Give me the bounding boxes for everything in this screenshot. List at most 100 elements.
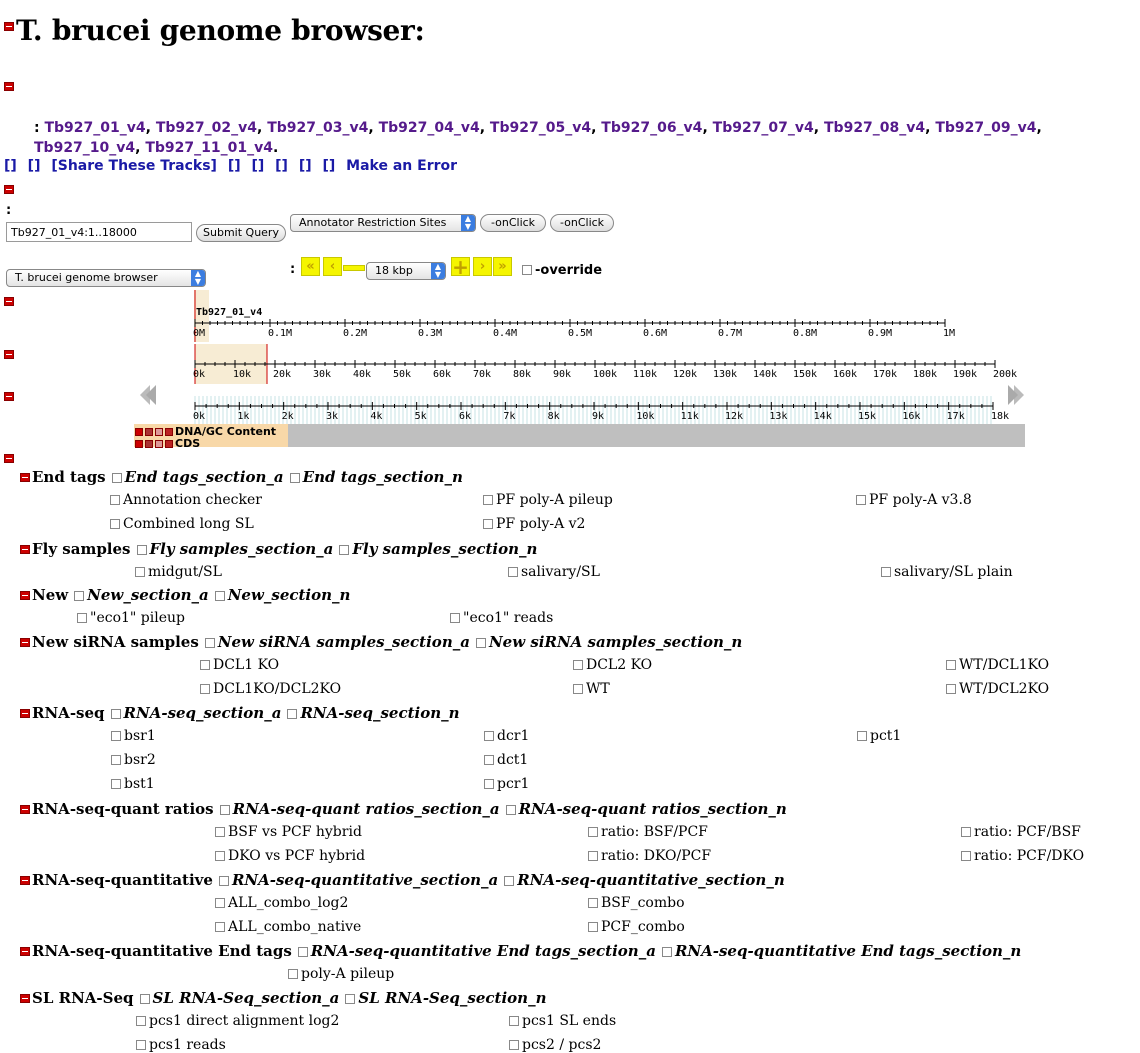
- checkbox-icon[interactable]: [588, 898, 598, 908]
- track-option[interactable]: "eco1" pileup: [77, 610, 185, 626]
- track-option[interactable]: DCL1 KO: [200, 657, 279, 673]
- make-error-link[interactable]: Make an Error: [346, 158, 458, 174]
- zoom-in-icon[interactable]: +: [451, 255, 470, 279]
- section-n-toggle[interactable]: Fly samples_section_n: [339, 540, 537, 558]
- checkbox-icon[interactable]: [110, 519, 120, 529]
- help-track-icon[interactable]: [165, 440, 173, 448]
- track-option[interactable]: ratio: PCF/DKO: [961, 848, 1084, 864]
- chromosome-link[interactable]: Tb927_05_v4: [489, 120, 592, 136]
- bracket-link[interactable]: []: [322, 158, 336, 174]
- checkbox-icon[interactable]: [946, 684, 956, 694]
- section-n-toggle[interactable]: New_section_n: [214, 586, 350, 604]
- track-option[interactable]: salivary/SL plain: [881, 564, 1013, 580]
- onclick-button-2[interactable]: -onClick: [550, 214, 614, 232]
- collapse-toggle-icon[interactable]: [20, 876, 30, 885]
- track-option[interactable]: bsr1: [111, 728, 156, 744]
- collapse-toggle-icon[interactable]: [20, 545, 30, 554]
- collapse-toggle-icon[interactable]: [20, 709, 30, 718]
- checkbox-icon[interactable]: [111, 473, 122, 483]
- chromosome-link[interactable]: Tb927_06_v4: [601, 120, 703, 136]
- collapse-toggle-icon[interactable]: [20, 638, 30, 647]
- section-n-toggle[interactable]: RNA-seq-quantitative_section_n: [504, 871, 785, 889]
- section-a-toggle[interactable]: New_section_a: [74, 586, 209, 604]
- collapse-toggle-icon[interactable]: [4, 22, 14, 31]
- collapse-toggle-icon[interactable]: [20, 994, 30, 1003]
- checkbox-icon[interactable]: [483, 519, 493, 529]
- pan-right-icon[interactable]: [1008, 385, 1024, 405]
- close-track-icon[interactable]: [145, 428, 153, 436]
- source-select[interactable]: T. brucei genome browser ▲▼: [6, 269, 206, 287]
- track-option[interactable]: bsr2: [111, 752, 156, 768]
- track-option[interactable]: ALL_combo_log2: [215, 895, 348, 911]
- bracket-link[interactable]: []: [27, 158, 41, 174]
- section-a-toggle[interactable]: RNA-seq-quantitative End tags_section_a: [297, 942, 656, 960]
- collapse-toggle-icon[interactable]: [4, 185, 14, 194]
- bracket-link[interactable]: []: [4, 158, 17, 174]
- track-option[interactable]: pcs2 / pcs2: [509, 1037, 601, 1053]
- track-option[interactable]: ratio: BSF/PCF: [588, 824, 708, 840]
- section-a-toggle[interactable]: RNA-seq_section_a: [110, 704, 281, 722]
- onclick-button-1[interactable]: -onClick: [480, 214, 546, 232]
- collapse-toggle-icon[interactable]: [4, 350, 14, 359]
- section-a-toggle[interactable]: RNA-seq-quantitative_section_a: [218, 871, 498, 889]
- checkbox-icon[interactable]: [74, 591, 85, 601]
- checkbox-icon[interactable]: [111, 779, 121, 789]
- checkbox-icon[interactable]: [588, 827, 598, 837]
- checkbox-icon[interactable]: [77, 613, 87, 623]
- close-track-icon[interactable]: [145, 440, 153, 448]
- checkbox-icon[interactable]: [289, 473, 300, 483]
- collapse-toggle-icon[interactable]: [4, 454, 14, 463]
- checkbox-icon[interactable]: [287, 709, 298, 719]
- checkbox-icon[interactable]: [297, 947, 308, 957]
- checkbox-icon[interactable]: [200, 660, 210, 670]
- section-a-toggle[interactable]: End tags_section_a: [111, 468, 284, 486]
- collapse-toggle-icon[interactable]: [20, 473, 30, 482]
- checkbox-icon[interactable]: [522, 265, 532, 275]
- track-option[interactable]: ALL_combo_native: [215, 919, 361, 935]
- checkbox-icon[interactable]: [204, 638, 215, 648]
- bracket-link[interactable]: []: [275, 158, 288, 174]
- checkbox-icon[interactable]: [288, 969, 298, 979]
- checkbox-icon[interactable]: [214, 591, 225, 601]
- checkbox-icon[interactable]: [881, 567, 891, 577]
- bracket-link[interactable]: []: [298, 158, 312, 174]
- scroll-far-left-icon[interactable]: «: [301, 257, 320, 276]
- checkbox-icon[interactable]: [215, 851, 225, 861]
- section-n-toggle[interactable]: End tags_section_n: [289, 468, 463, 486]
- checkbox-icon[interactable]: [111, 755, 121, 765]
- collapse-toggle-icon[interactable]: [20, 947, 30, 956]
- collapse-track-icon[interactable]: [135, 440, 143, 448]
- checkbox-icon[interactable]: [961, 851, 971, 861]
- checkbox-icon[interactable]: [484, 779, 494, 789]
- bracket-link[interactable]: []: [227, 158, 241, 174]
- track-option[interactable]: dcr1: [484, 728, 529, 744]
- track-option[interactable]: pcs1 direct alignment log2: [136, 1013, 339, 1029]
- track-option[interactable]: DCL2 KO: [573, 657, 652, 673]
- collapse-toggle-icon[interactable]: [20, 591, 30, 600]
- section-n-toggle[interactable]: RNA-seq-quantitative End tags_section_n: [661, 942, 1021, 960]
- checkbox-icon[interactable]: [857, 731, 867, 741]
- checkbox-icon[interactable]: [111, 731, 121, 741]
- chromosome-link[interactable]: Tb927_02_v4: [155, 120, 257, 136]
- track-option[interactable]: pcs1 reads: [136, 1037, 226, 1053]
- chromosome-link[interactable]: Tb927_07_v4: [712, 120, 814, 136]
- checkbox-icon[interactable]: [215, 922, 225, 932]
- checkbox-icon[interactable]: [136, 1016, 146, 1026]
- track-option[interactable]: bst1: [111, 776, 155, 792]
- section-n-toggle[interactable]: New siRNA samples_section_n: [475, 633, 742, 651]
- track-option[interactable]: PF poly-A pileup: [483, 492, 613, 508]
- chromosome-link[interactable]: Tb927_11_01_v4: [145, 140, 273, 156]
- checkbox-icon[interactable]: [588, 922, 598, 932]
- section-n-toggle[interactable]: RNA-seq-quant ratios_section_n: [505, 800, 787, 818]
- checkbox-icon[interactable]: [856, 495, 866, 505]
- section-a-toggle[interactable]: New siRNA samples_section_a: [204, 633, 470, 651]
- track-option[interactable]: ratio: PCF/BSF: [961, 824, 1081, 840]
- track-option[interactable]: PF poly-A v2: [483, 516, 585, 532]
- checkbox-icon[interactable]: [136, 1040, 146, 1050]
- override-checkbox[interactable]: -override: [522, 263, 602, 278]
- section-a-toggle[interactable]: Fly samples_section_a: [136, 540, 333, 558]
- chromosome-link[interactable]: Tb927_10_v4: [34, 140, 136, 156]
- track-option[interactable]: Combined long SL: [110, 516, 254, 532]
- track-option[interactable]: DKO vs PCF hybrid: [215, 848, 365, 864]
- checkbox-icon[interactable]: [573, 684, 583, 694]
